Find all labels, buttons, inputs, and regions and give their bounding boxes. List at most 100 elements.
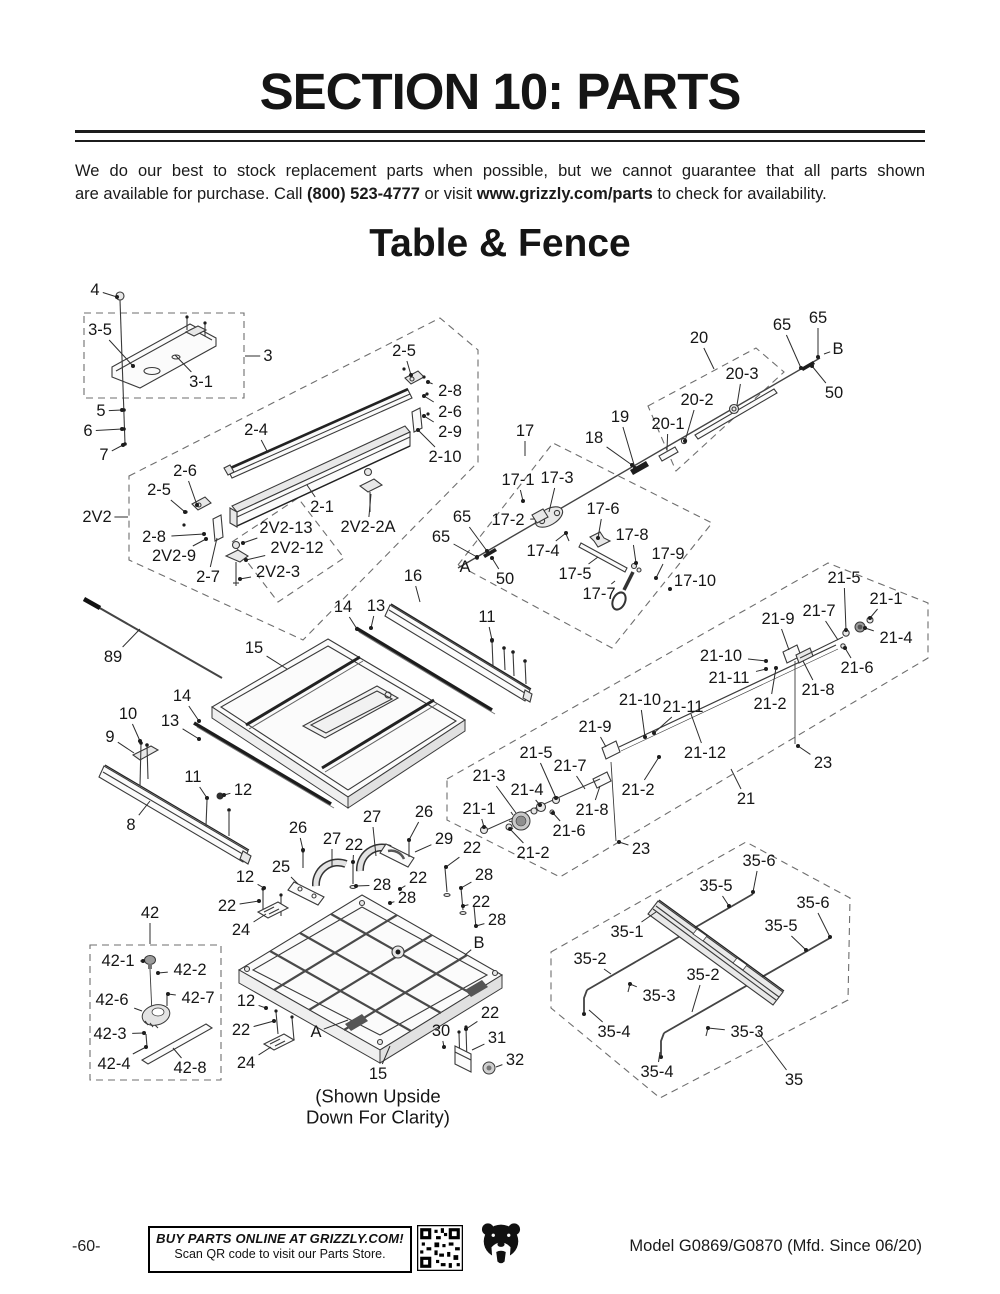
leader-dot: [657, 755, 661, 759]
part-label: 35-3: [730, 1023, 763, 1041]
leader-dot: [485, 549, 489, 553]
part-label: 35-6: [796, 894, 829, 912]
buy-parts-headline: BUY PARTS ONLINE AT GRIZZLY.COM!: [156, 1231, 404, 1246]
leader-line: [622, 426, 636, 469]
part-label: 35-3: [642, 987, 675, 1005]
leader-line: [260, 439, 269, 454]
fence-faces: [582, 893, 831, 1059]
leader-dot: [444, 865, 448, 869]
part-label: 21-11: [663, 698, 704, 716]
leader-dot: [634, 561, 638, 565]
page-number: -60-: [72, 1238, 101, 1255]
leader-dot: [490, 638, 494, 642]
leader-line: [703, 347, 715, 370]
qr-code-icon: [417, 1225, 463, 1271]
part-label: 50: [825, 384, 843, 402]
leader-dot: [764, 659, 768, 663]
part-label: 35-2: [573, 950, 606, 968]
leader-dot: [115, 295, 119, 299]
part-label: 42-6: [95, 991, 128, 1009]
leader-line: [747, 658, 767, 662]
leader-line: [171, 533, 205, 537]
part-label: 21-1: [869, 590, 902, 608]
leader-line: [791, 935, 807, 951]
part-label: 21-7: [802, 602, 835, 620]
leader-line: [588, 556, 599, 565]
leader-line: [306, 484, 316, 498]
leader-dot: [654, 576, 658, 580]
part-label: 28: [373, 876, 391, 894]
part-label: 28: [475, 866, 493, 884]
leader-line: [108, 409, 123, 412]
leader-dot: [628, 982, 632, 986]
leader-dot: [706, 1026, 710, 1030]
leader-dot: [617, 840, 621, 844]
part-label: 42-4: [97, 1055, 130, 1073]
leader-line: [594, 785, 601, 801]
leader-line: [655, 563, 664, 579]
diagram-title: Table & Fence: [369, 222, 631, 265]
leader-dot: [121, 443, 125, 447]
part-label: 12: [237, 992, 255, 1010]
part-label: 17-1: [501, 471, 534, 489]
part-label: 2-5: [392, 342, 416, 360]
leader-dot: [262, 886, 266, 890]
leader-dot: [464, 1027, 468, 1031]
leader-line: [555, 532, 567, 542]
leader-dot: [482, 825, 486, 829]
leader-line: [771, 667, 777, 695]
part-label: 11: [478, 608, 495, 626]
part-label: 2-5: [147, 481, 171, 499]
leader-dot: [442, 1045, 446, 1049]
leader-dot: [683, 439, 687, 443]
leader-line: [188, 480, 198, 506]
micro-adjust-assembly: [479, 616, 874, 842]
leader-dot: [257, 899, 261, 903]
leader-line: [381, 1045, 391, 1065]
part-label: 16: [404, 567, 422, 585]
leader-line: [182, 728, 200, 740]
leader-dot: [551, 811, 555, 815]
part-label: 22: [218, 897, 236, 915]
pointer-assembly: [140, 955, 214, 1065]
leader-dot: [643, 735, 647, 739]
part-label: 2V2: [82, 508, 111, 526]
leader-line: [253, 913, 267, 923]
table-rails: [82, 597, 533, 865]
part-label: 2-4: [244, 421, 268, 439]
leader-line: [372, 826, 377, 857]
leader-line: [117, 741, 135, 754]
part-label: 35-2: [686, 966, 719, 984]
part-label: 8: [126, 816, 135, 834]
leader-line: [576, 775, 586, 790]
part-label: 3-5: [88, 321, 112, 339]
leader-line: [239, 900, 260, 905]
part-label: 17-9: [651, 545, 684, 563]
part-label: 2V2-2A: [340, 518, 395, 536]
leader-line: [658, 1051, 661, 1063]
part-label: 21-1: [462, 800, 495, 818]
leader-dot: [538, 803, 542, 807]
part-label: 17: [516, 422, 534, 440]
leader-line: [172, 1047, 182, 1059]
leader-dot: [138, 739, 142, 743]
part-label: 22: [472, 893, 490, 911]
leader-line: [102, 292, 118, 298]
leader-line: [108, 339, 134, 367]
leader-line: [811, 365, 827, 384]
leader-line: [757, 1031, 787, 1071]
table-top: [210, 638, 527, 809]
leader-line: [548, 487, 556, 513]
leader-dot: [844, 628, 848, 632]
part-label: 17-2: [491, 511, 524, 529]
part-label: 4: [90, 281, 99, 299]
leader-dot: [422, 394, 426, 398]
leader-line: [242, 537, 258, 544]
leader-line: [736, 383, 741, 406]
part-label: 35-6: [742, 852, 775, 870]
leader-line: [468, 526, 488, 552]
part-label: 2-6: [173, 462, 197, 480]
leader-line: [684, 409, 695, 442]
part-label: 65: [453, 508, 471, 526]
parts-url: www.grizzly.com/parts: [476, 185, 653, 203]
